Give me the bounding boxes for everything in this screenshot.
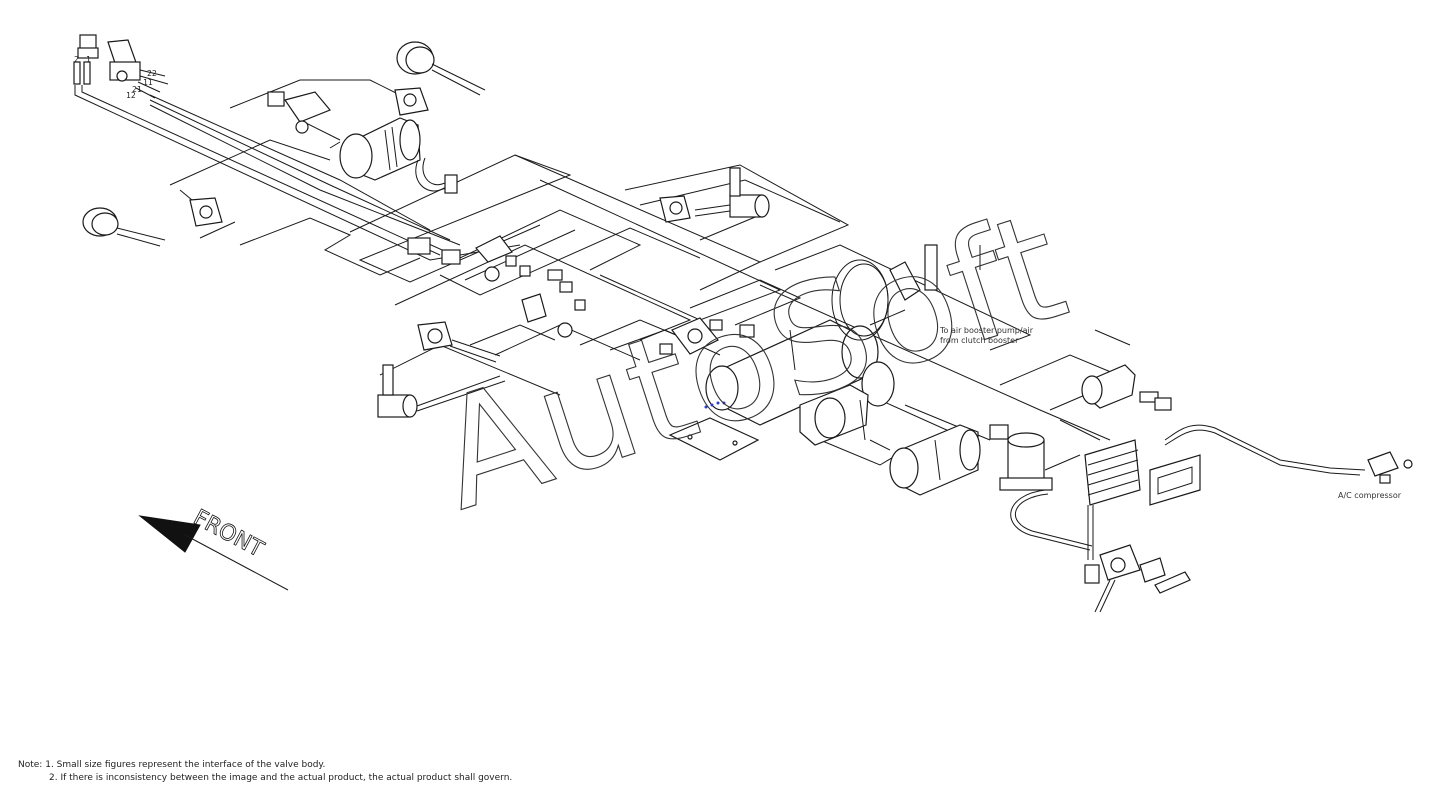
- cooling-coil: [1084, 439, 1201, 506]
- notes-block: Note: 1. Small size figures represent th…: [18, 759, 512, 785]
- callout-labels: To air booster pump/air from clutch boos…: [939, 326, 1402, 500]
- port-label-2: 2: [74, 55, 79, 64]
- components: [73, 34, 1413, 613]
- mounting-bracket-plate: [668, 417, 760, 461]
- port-label-1: 1: [86, 55, 91, 64]
- relay-valve-front: [267, 87, 429, 134]
- port-label-21: 21: [132, 85, 142, 94]
- center-air-tanks: [705, 319, 895, 446]
- note-text-2: 2. If there is inconsistency between the…: [49, 773, 513, 783]
- note-prefix: Note:: [18, 760, 43, 770]
- booster-callout-line-2: from clutch booster: [940, 336, 1019, 345]
- booster-callout-line-1: To air booster pump/air: [939, 326, 1034, 335]
- note-line-2: 2. If there is inconsistency between the…: [18, 772, 512, 785]
- blue-marker-dots: [704, 401, 726, 409]
- brake-chamber-front-right: [396, 41, 486, 96]
- note-line-1: Note: 1. Small size figures represent th…: [18, 759, 512, 772]
- front-air-tank: [329, 117, 421, 181]
- port-label-12: 12: [126, 91, 136, 100]
- port-label-11: 11: [143, 78, 153, 87]
- spring-brake-chamber-rear-left: [377, 364, 506, 418]
- watermark: AutoSoft: [417, 179, 1085, 545]
- hand-brake-valve: [73, 34, 169, 99]
- compressor-callout: A/C compressor: [1338, 491, 1402, 500]
- governor-valve: [1084, 544, 1191, 613]
- four-circuit-protection-valve: [659, 317, 755, 355]
- front-label: FRONT: [189, 505, 268, 563]
- brake-chamber-front-left: [82, 207, 236, 247]
- pipe-network: [74, 79, 1366, 560]
- tank-strap-ring: [831, 259, 889, 341]
- tank-strap-clamp: [415, 157, 458, 194]
- spring-brake-chamber-rear-right: [659, 167, 770, 223]
- rear-air-tank: [889, 424, 981, 496]
- port-label-22: 22: [147, 69, 157, 78]
- wet-tank-small: [1081, 364, 1172, 411]
- front-direction-indicator: FRONT: [138, 505, 289, 591]
- relay-valve-left: [179, 189, 223, 227]
- watermark-text: AutoSoft: [417, 180, 1083, 545]
- port-number-labels: 22 11 21 12 2 1: [74, 55, 157, 100]
- note-text-1: 1. Small size figures represent the inte…: [45, 760, 326, 770]
- ac-compressor-connector: [1367, 451, 1413, 484]
- center-valve-cluster: [407, 235, 586, 338]
- relay-valve-mid-left: [417, 321, 501, 363]
- air-dryer: [989, 424, 1053, 491]
- bracket-set-right: [889, 244, 938, 301]
- front-arrow-icon: [138, 515, 201, 553]
